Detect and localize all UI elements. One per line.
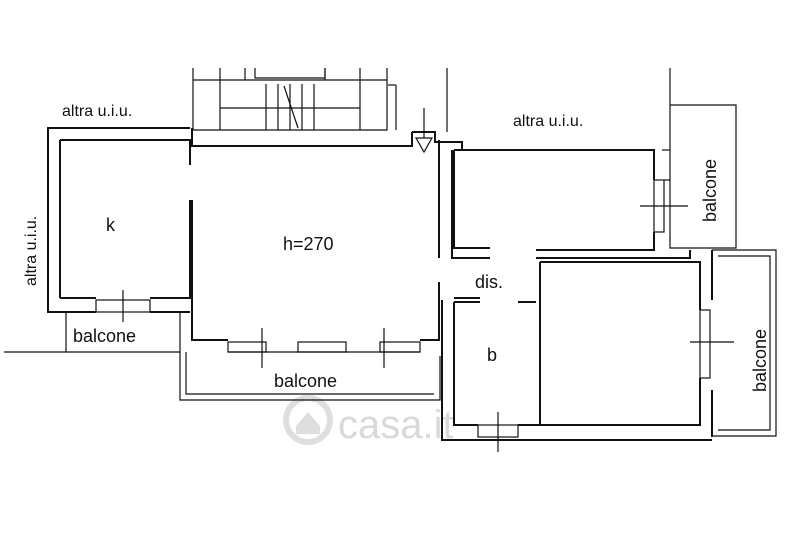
label-balcone-right-lower: balcone <box>750 329 770 392</box>
staircase <box>192 68 397 131</box>
watermark-house-icon <box>296 412 320 434</box>
label-balcone-living: balcone <box>274 371 337 391</box>
watermark-text: casa.it <box>338 403 454 447</box>
living-walls <box>191 108 463 368</box>
label-balcone-right-upper: balcone <box>700 159 720 222</box>
bedroom-upper-walls <box>451 149 691 259</box>
label-balcone-kitchen: balcone <box>73 326 136 346</box>
balcone-right-lower <box>712 249 777 437</box>
balcone-kitchen <box>65 312 181 353</box>
label-altra-uiu-top-right: altra u.i.u. <box>513 113 583 130</box>
label-living-height: h=270 <box>283 234 334 254</box>
balcone-living <box>179 352 441 401</box>
bathroom-walls <box>441 297 712 452</box>
balcone-right-upper <box>662 104 737 249</box>
label-altra-uiu-left: altra u.i.u. <box>23 216 40 286</box>
label-hallway: dis. <box>475 272 503 292</box>
label-altra-uiu-top-left: altra u.i.u. <box>62 103 132 120</box>
watermark: casa.it <box>283 395 454 447</box>
bedroom-lower-walls <box>539 250 734 437</box>
kitchen-walls <box>47 127 191 322</box>
label-bathroom: b <box>487 345 497 365</box>
label-kitchen: k <box>106 215 116 235</box>
watermark-logo-icon <box>283 395 333 445</box>
